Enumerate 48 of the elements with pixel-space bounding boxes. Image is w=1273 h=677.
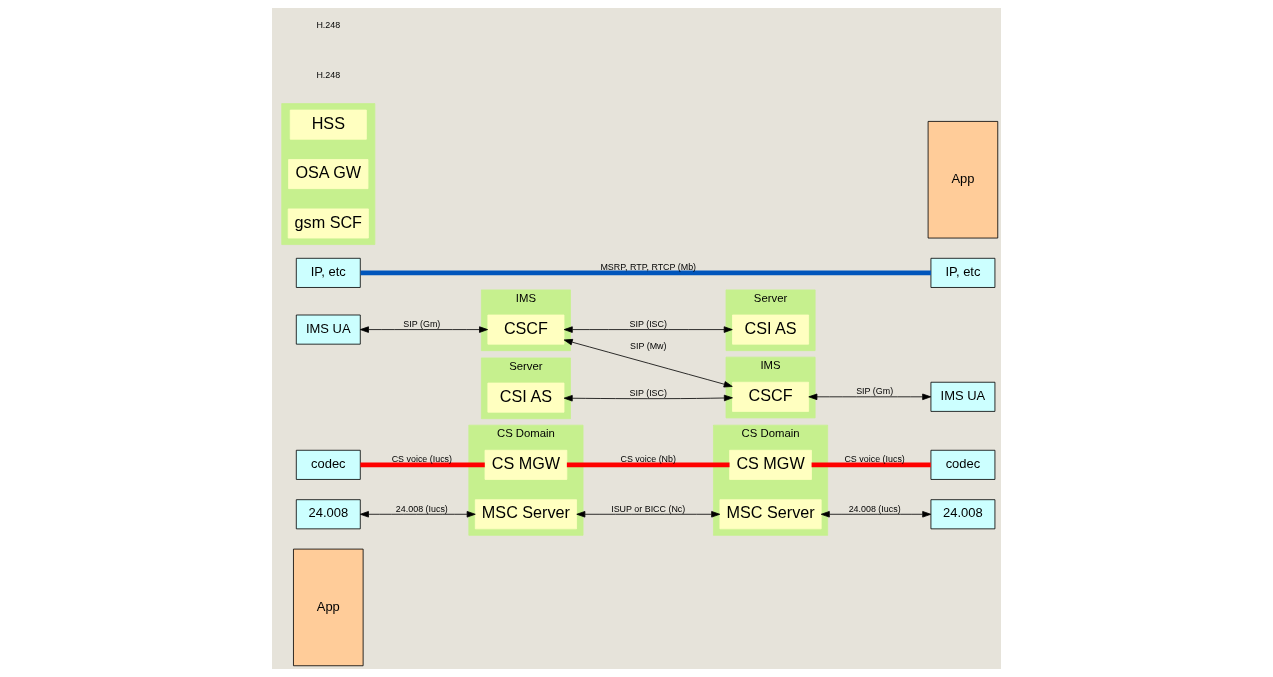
- edge-label: 24.008 (Iucs): [848, 503, 901, 514]
- edge-label: SIP (ISC): [629, 319, 667, 329]
- node-box: CSCF: [732, 381, 810, 412]
- node-box: IMS UA: [930, 381, 996, 412]
- node-box: MSC Server: [474, 499, 577, 530]
- arrow: [563, 394, 733, 402]
- arrow: [820, 511, 932, 518]
- edge-label: CS voice (Iucs): [391, 454, 453, 465]
- node-box: 24.008: [930, 499, 996, 530]
- node-box: gsm SCF: [287, 208, 369, 239]
- node-box: codec: [930, 449, 996, 480]
- connector: [811, 462, 931, 468]
- connector: [566, 462, 730, 468]
- node-box: CS MGW: [729, 449, 812, 480]
- node-box: CSI AS: [732, 314, 810, 345]
- arrow: [563, 326, 733, 333]
- arrow: [359, 511, 476, 518]
- connector: [360, 462, 485, 468]
- arrow: [576, 511, 721, 518]
- cluster: [281, 103, 376, 245]
- edge-label: SIP (ISC): [629, 387, 667, 398]
- node-box: CSCF: [487, 314, 565, 345]
- edge-label: CS voice (Nb): [620, 454, 676, 465]
- node-box: App: [927, 121, 999, 239]
- label: H.248: [316, 69, 341, 80]
- node-box: CSI AS: [487, 382, 565, 413]
- connector: [360, 270, 931, 276]
- node-box: IMS UA: [295, 314, 361, 345]
- edge-label: SIP (Gm): [403, 319, 441, 329]
- edge-label: SIP (Gm): [856, 386, 894, 397]
- edge-label: ISUP or BICC (Nc): [611, 503, 686, 514]
- node-box: IP, etc: [930, 257, 996, 288]
- edge-label: 24.008 (Iucs): [395, 503, 448, 514]
- edge-label: MSRP, RTP, RTCP (Mb): [600, 262, 697, 273]
- node-box: 24.008: [295, 499, 361, 530]
- label: H.248: [316, 20, 341, 31]
- node-box: App: [293, 548, 364, 667]
- edge-label: CS voice (Iucs): [844, 454, 905, 465]
- node-box: CS MGW: [484, 449, 568, 480]
- node-box: HSS: [289, 109, 367, 140]
- node-box: IP, etc: [295, 257, 361, 288]
- edge-label: SIP (Mw): [630, 340, 667, 351]
- node-box: codec: [295, 449, 361, 480]
- node-box: OSA GW: [288, 159, 369, 190]
- arrow: [808, 393, 932, 401]
- node-box: MSC Server: [719, 499, 822, 530]
- arrow: [359, 326, 488, 333]
- arrow: [563, 338, 733, 388]
